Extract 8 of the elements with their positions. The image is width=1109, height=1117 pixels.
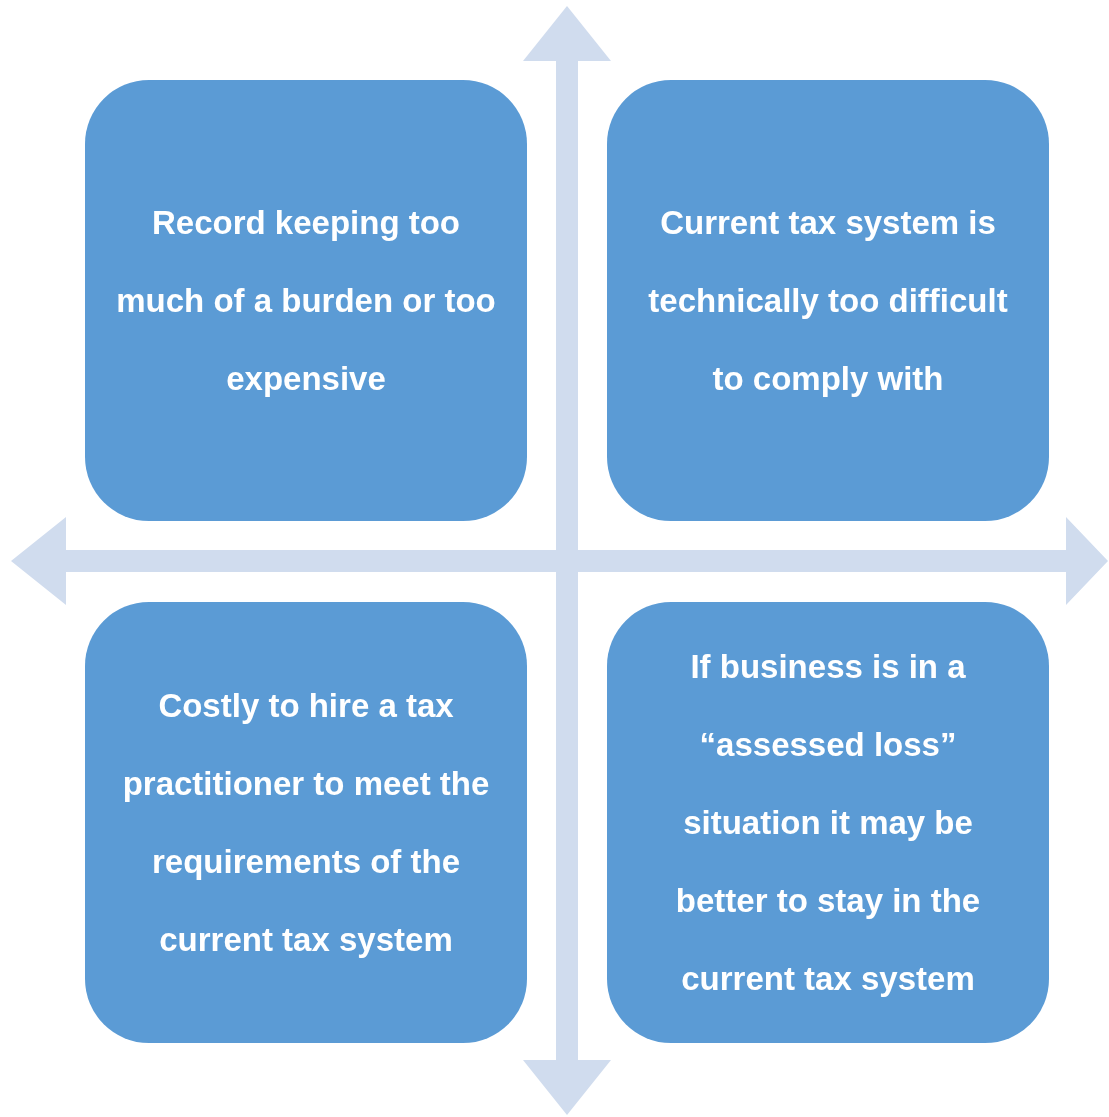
quadrant-text: If business is in a “assessed loss” situation it may be better to stay in the current tax system <box>674 646 982 999</box>
quadrant-text: Current tax system is technically too difficult to comply with <box>647 202 1009 399</box>
quadrant-text: Costly to hire a tax practitioner to meet the requirements of the current tax system <box>121 685 491 960</box>
quadrant-box <box>607 80 1049 521</box>
quadrant-text: Record keeping too much of a burden or too expensive <box>115 202 497 399</box>
quadrant-box <box>607 602 1049 1043</box>
quadrant-box <box>85 602 527 1043</box>
quadrant-box <box>85 80 527 521</box>
